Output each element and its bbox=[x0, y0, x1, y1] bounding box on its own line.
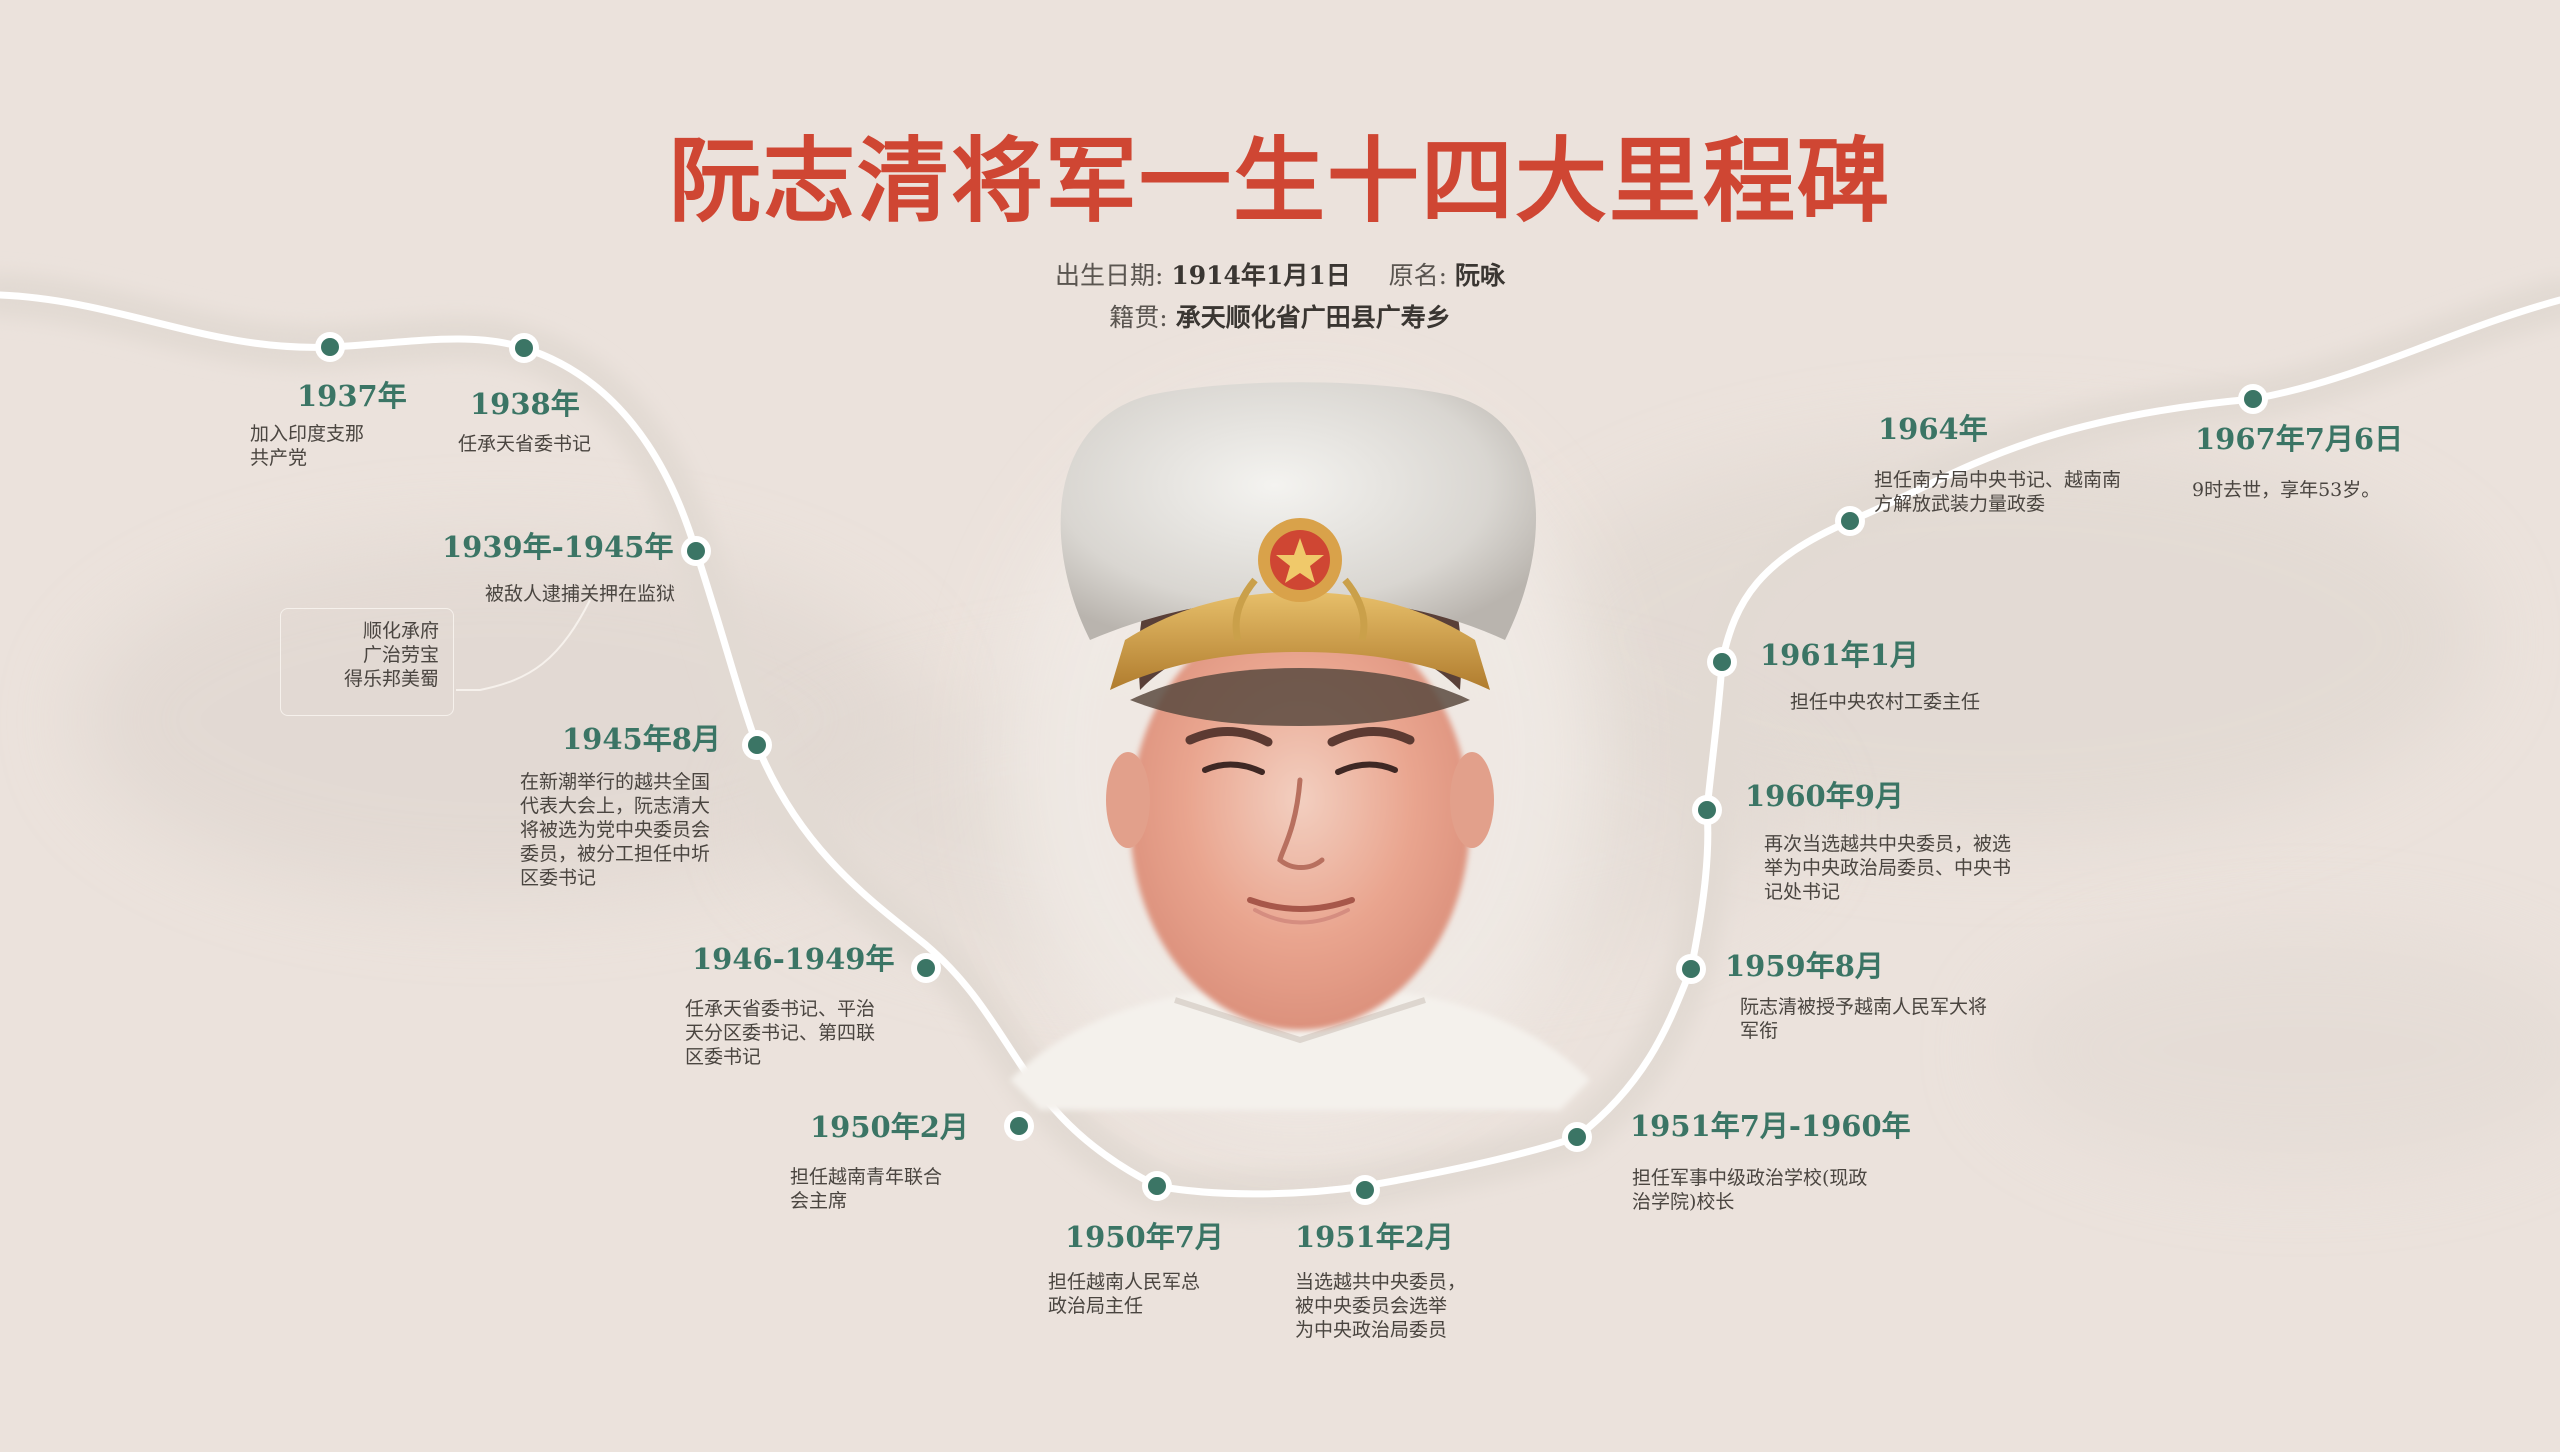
milestone-description: 任承天省委书记、平治天分区委书记、第四联区委书记 bbox=[685, 997, 875, 1069]
birth-date-label: 出生日期: bbox=[1054, 261, 1164, 290]
milestone-description-line: 在新潮举行的越共全国 bbox=[520, 771, 711, 793]
milestone-dot bbox=[687, 542, 705, 560]
milestone-description-line: 被中央委员会选举 bbox=[1295, 1295, 1448, 1317]
milestone-date: 1960年9月 bbox=[1745, 779, 1904, 813]
milestone-description: 担任中央农村工委主任 bbox=[1790, 690, 1980, 714]
milestone-description-line: 被敌人逮捕关押在监狱 bbox=[485, 583, 676, 605]
milestone-description-line: 天分区委书记、第四联 bbox=[685, 1022, 876, 1044]
birth-date-value: 1914年1月1日 bbox=[1171, 261, 1351, 290]
milestone-dot bbox=[321, 338, 339, 356]
milestone-date: 1951年2月 bbox=[1295, 1220, 1454, 1254]
milestone-description-line: 区委书记 bbox=[520, 867, 597, 889]
hometown-value: 承天顺化省广田县广寿乡 bbox=[1175, 303, 1451, 332]
milestone-description: 阮志清被授予越南人民军大将军衔 bbox=[1740, 995, 1987, 1043]
milestone-date: 1939年-1945年 bbox=[442, 530, 674, 564]
milestone-description-line: 担任中央农村工委主任 bbox=[1790, 691, 1981, 713]
milestone-description-line: 记处书记 bbox=[1764, 881, 1841, 903]
milestone-dot bbox=[1841, 512, 1859, 530]
milestone-description-line: 共产党 bbox=[250, 447, 308, 469]
hometown-line: 籍贯: 承天顺化省广田县广寿乡 bbox=[0, 305, 2560, 330]
milestone-description-line: 任承天省委书记、平治 bbox=[685, 998, 876, 1020]
milestone-description: 担任越南人民军总政治局主任 bbox=[1048, 1270, 1200, 1318]
milestone-dot bbox=[1148, 1177, 1166, 1195]
milestone-description-line: 担任越南青年联合 bbox=[790, 1166, 943, 1188]
milestone-description: 在新潮举行的越共全国代表大会上，阮志清大将被选为党中央委员会委员，被分工担任中圻… bbox=[520, 770, 710, 890]
milestone-date: 1951年7月-1960年 bbox=[1630, 1109, 1911, 1143]
milestone-description-line: 担任越南人民军总 bbox=[1048, 1271, 1201, 1293]
milestone-description-line: 将被选为党中央委员会 bbox=[520, 819, 711, 841]
milestone-description-line: 军衔 bbox=[1740, 1020, 1779, 1042]
milestone-description: 再次当选越共中央委员，被选举为中央政治局委员、中央书记处书记 bbox=[1764, 832, 2011, 904]
milestone-description-line: 委员，被分工担任中圻 bbox=[520, 843, 711, 865]
milestone-description: 加入印度支那共产党 bbox=[250, 422, 364, 470]
original-name-value: 阮咏 bbox=[1455, 261, 1506, 290]
milestone-description-line: 9时去世，享年53岁。 bbox=[2192, 479, 2381, 501]
milestone-dot bbox=[515, 339, 533, 357]
milestone-description-line: 阮志清被授予越南人民军大将 bbox=[1740, 996, 1988, 1018]
page-title: 阮志清将军一生十四大里程碑 bbox=[668, 127, 1891, 235]
birth-info-line: 出生日期: 1914年1月1日 原名: 阮咏 bbox=[0, 263, 2560, 288]
milestone-dot bbox=[2244, 390, 2262, 408]
milestone-date: 1937年 bbox=[297, 379, 407, 413]
milestone-dot bbox=[1698, 801, 1716, 819]
milestone-dot bbox=[1682, 960, 1700, 978]
milestone-description: 当选越共中央委员，被中央委员会选举为中央政治局委员 bbox=[1295, 1270, 1466, 1342]
milestone-description-line: 担任军事中级政治学校(现政 bbox=[1632, 1167, 1868, 1189]
quote-line: 广治劳宝 bbox=[362, 644, 439, 666]
milestone-description-line: 担任南方局中央书记、越南南 bbox=[1874, 469, 2122, 491]
milestone-date: 1967年7月6日 bbox=[2195, 422, 2404, 456]
milestone-dot bbox=[1568, 1128, 1586, 1146]
milestone-description-line: 政治局主任 bbox=[1048, 1295, 1144, 1317]
milestone-description-line: 任承天省委书记 bbox=[458, 433, 592, 455]
milestone-date: 1950年7月 bbox=[1065, 1220, 1224, 1254]
milestone-description-line: 方解放武装力量政委 bbox=[1874, 493, 2046, 515]
milestone-dot bbox=[1010, 1117, 1028, 1135]
milestone-description: 任承天省委书记 bbox=[458, 432, 591, 456]
milestone-description: 9时去世，享年53岁。 bbox=[2192, 478, 2380, 502]
milestone-dot bbox=[1713, 653, 1731, 671]
milestone-description-line: 再次当选越共中央委员，被选 bbox=[1764, 833, 2012, 855]
milestone-description: 担任越南青年联合会主席 bbox=[790, 1165, 942, 1213]
milestone-date: 1959年8月 bbox=[1725, 949, 1884, 983]
milestone-date: 1964年 bbox=[1878, 412, 1988, 446]
milestone-date: 1946-1949年 bbox=[692, 942, 895, 976]
milestone-dot bbox=[748, 736, 766, 754]
hometown-quote-box: 顺化承府 广治劳宝 得乐邦美蜀 bbox=[280, 608, 454, 716]
milestone-date: 1938年 bbox=[470, 387, 580, 421]
original-name-label: 原名: bbox=[1388, 261, 1448, 290]
hometown-label: 籍贯: bbox=[1109, 303, 1168, 332]
milestone-dot bbox=[1356, 1181, 1374, 1199]
quote-line: 顺化承府 bbox=[362, 620, 439, 642]
milestone-description: 担任南方局中央书记、越南南方解放武装力量政委 bbox=[1874, 468, 2121, 516]
milestone-description-line: 当选越共中央委员， bbox=[1295, 1271, 1467, 1293]
milestone-description-line: 为中央政治局委员 bbox=[1295, 1319, 1448, 1341]
milestone-description-line: 代表大会上，阮志清大 bbox=[520, 795, 711, 817]
general-portrait bbox=[1000, 382, 1600, 1120]
milestone-description-line: 治学院)校长 bbox=[1632, 1191, 1735, 1213]
milestone-dot bbox=[917, 959, 935, 977]
milestone-description-line: 区委书记 bbox=[685, 1046, 762, 1068]
milestone-date: 1961年1月 bbox=[1760, 638, 1919, 672]
milestone-description-line: 加入印度支那 bbox=[250, 423, 365, 445]
milestone-date: 1950年2月 bbox=[810, 1110, 969, 1144]
milestone-description-line: 会主席 bbox=[790, 1190, 848, 1212]
milestone-description: 被敌人逮捕关押在监狱 bbox=[485, 582, 675, 606]
milestone-description-line: 举为中央政治局委员、中央书 bbox=[1764, 857, 2012, 879]
milestone-date: 1945年8月 bbox=[562, 722, 721, 756]
quote-connector-line bbox=[456, 599, 591, 691]
quote-line: 得乐邦美蜀 bbox=[343, 668, 439, 690]
milestone-description: 担任军事中级政治学校(现政治学院)校长 bbox=[1632, 1166, 1867, 1214]
